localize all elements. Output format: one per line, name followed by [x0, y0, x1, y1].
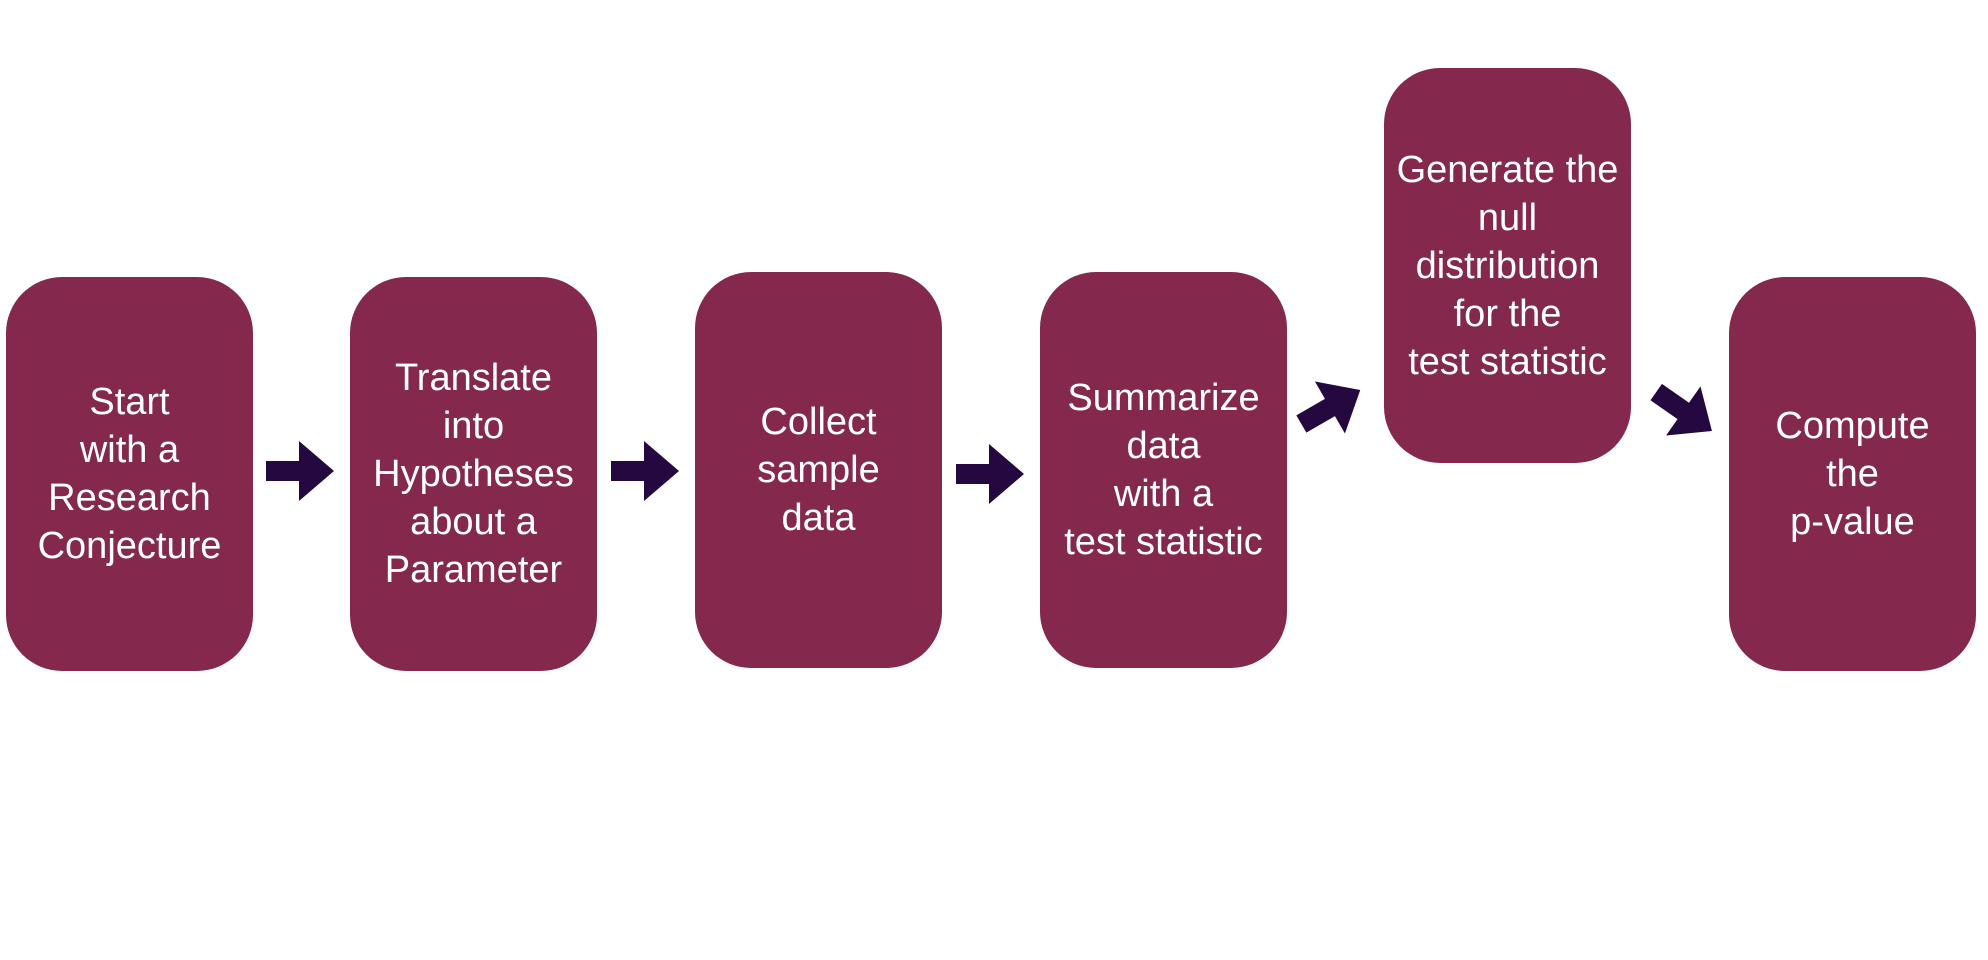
- step-label: Generate the null distribution for the t…: [1396, 148, 1619, 383]
- step-generate-null-distribution: Generate the null distribution for the t…: [1384, 68, 1631, 463]
- right-arrow-icon: [266, 441, 334, 501]
- step-label: Summarize data with a test statistic: [1064, 377, 1263, 563]
- right-arrow-icon: [956, 444, 1024, 504]
- step-compute-p-value: Compute the p-value: [1729, 277, 1976, 671]
- up-right-arrow-icon: [1296, 381, 1361, 434]
- step-label: Compute the p-value: [1775, 405, 1930, 543]
- down-right-arrow-icon: [1650, 383, 1712, 436]
- step-translate-hypotheses: Translate into Hypotheses about a Parame…: [350, 277, 597, 671]
- step-label: Collect sample data: [757, 401, 880, 539]
- step-summarize-data: Summarize data with a test statistic: [1040, 272, 1287, 668]
- step-collect-sample-data: Collect sample data: [695, 272, 942, 668]
- step-research-conjecture: Start with a Research Conjecture: [6, 277, 253, 671]
- step-label: Start with a Research Conjecture: [37, 381, 222, 567]
- right-arrow-icon: [611, 441, 679, 501]
- step-label: Translate into Hypotheses about a Parame…: [373, 357, 574, 591]
